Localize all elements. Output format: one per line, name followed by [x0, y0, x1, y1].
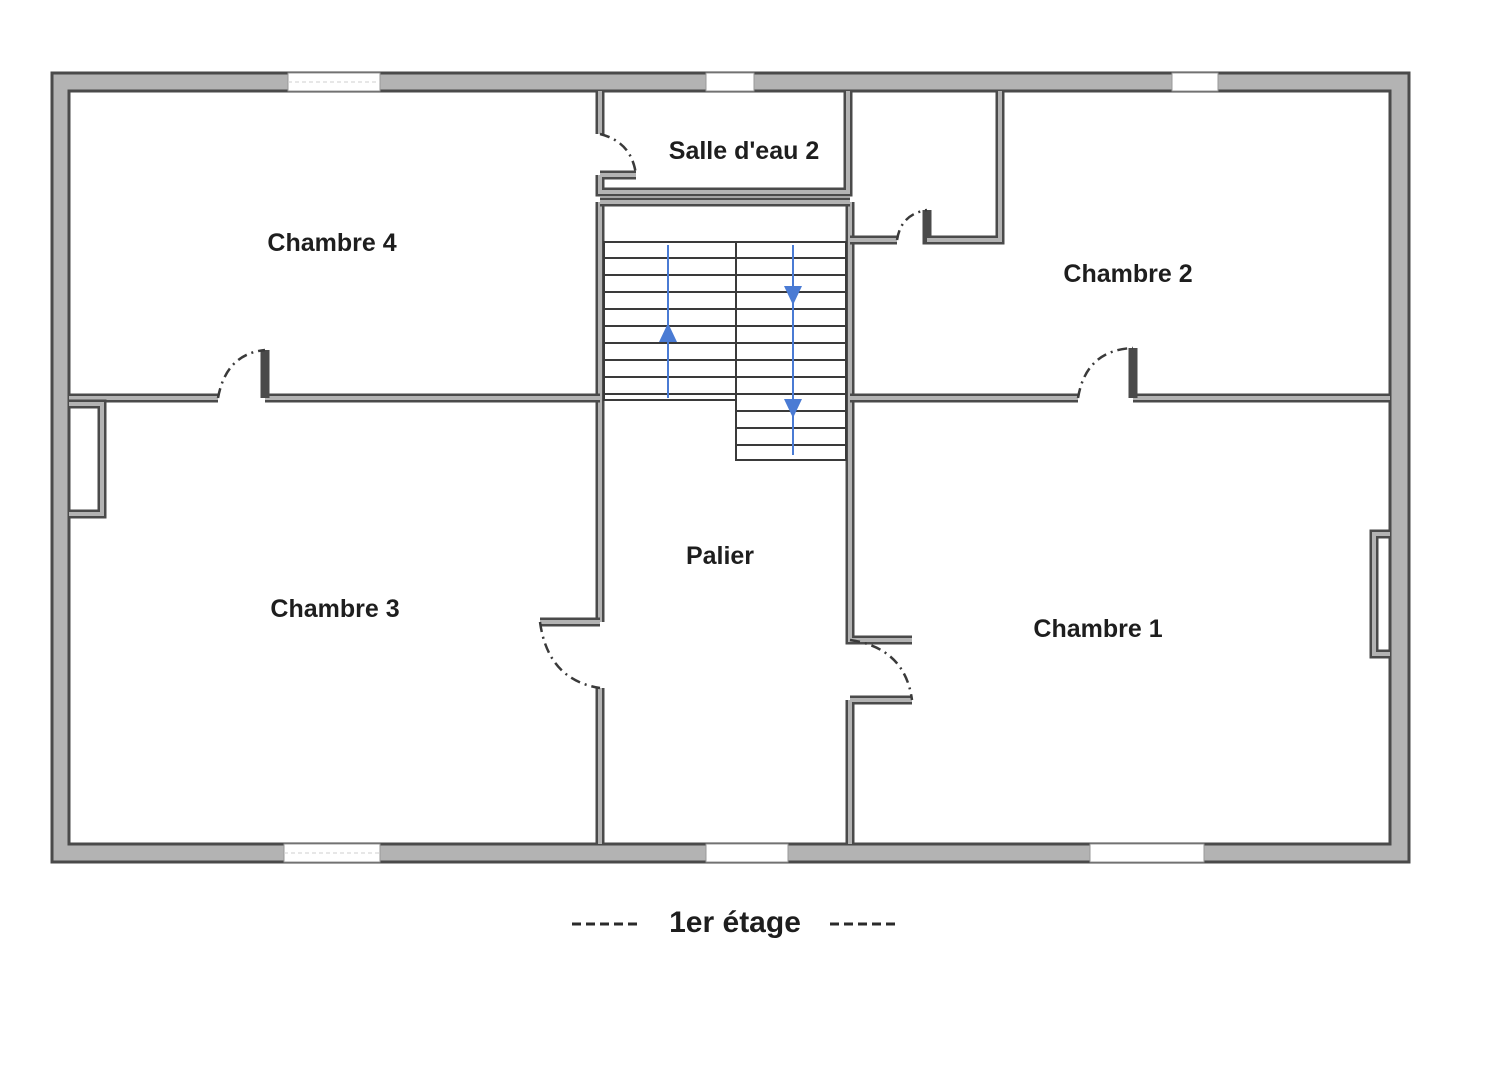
room-label-salle-deau-2: Salle d'eau 2: [669, 137, 819, 165]
interior-walls: [69, 91, 1390, 844]
down-arrow-icon: [784, 286, 802, 305]
windows: [283, 72, 1219, 863]
room-label-chambre-4: Chambre 4: [267, 229, 396, 257]
floor-caption-text: 1er étage: [669, 906, 801, 939]
doors: [216, 132, 1134, 701]
staircase: [603, 241, 847, 461]
floor-caption: 1er étage: [572, 906, 898, 939]
room-label-palier: Palier: [686, 542, 754, 570]
room-label-chambre-3: Chambre 3: [270, 595, 399, 623]
down-arrow-icon: [784, 399, 802, 418]
room-label-chambre-1: Chambre 1: [1033, 615, 1162, 643]
room-label-chambre-2: Chambre 2: [1063, 260, 1192, 288]
up-arrow-icon: [659, 323, 677, 342]
exterior-walls: [50, 71, 1411, 864]
